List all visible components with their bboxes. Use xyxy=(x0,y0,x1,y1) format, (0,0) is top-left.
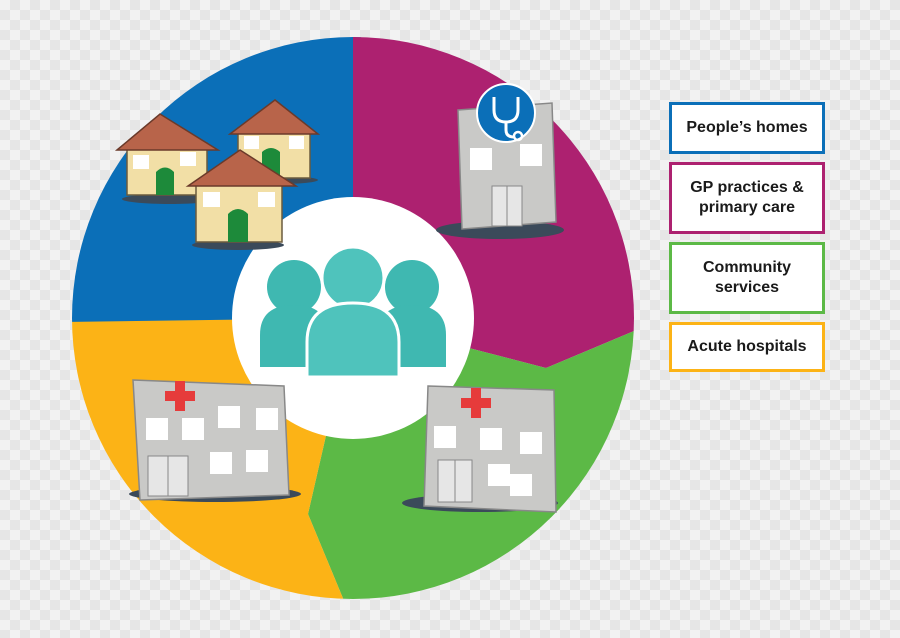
legend-label-community-services: Community services xyxy=(703,259,791,296)
red-cross-icon xyxy=(165,381,195,411)
legend-peoples-homes: People’s homes xyxy=(669,102,825,154)
stethoscope-icon xyxy=(476,83,536,143)
hospital-icon xyxy=(129,379,301,502)
legend-gp-practices: GP practices & primary care xyxy=(669,162,825,234)
people-group-icon xyxy=(260,245,446,379)
legend-acute-hospitals: Acute hospitals xyxy=(669,322,825,372)
legend-label-acute-hospitals: Acute hospitals xyxy=(687,338,807,355)
gp-surgery-icon xyxy=(436,83,564,239)
legend-label-gp-practices: GP practices & primary care xyxy=(690,179,804,216)
houses-icon xyxy=(114,99,321,250)
legend-community-services: Community services xyxy=(669,242,825,314)
red-cross-icon xyxy=(461,388,491,418)
community-hospital-icon xyxy=(402,385,558,513)
legend-label-peoples-homes: People’s homes xyxy=(686,119,808,136)
house-front xyxy=(185,149,299,243)
